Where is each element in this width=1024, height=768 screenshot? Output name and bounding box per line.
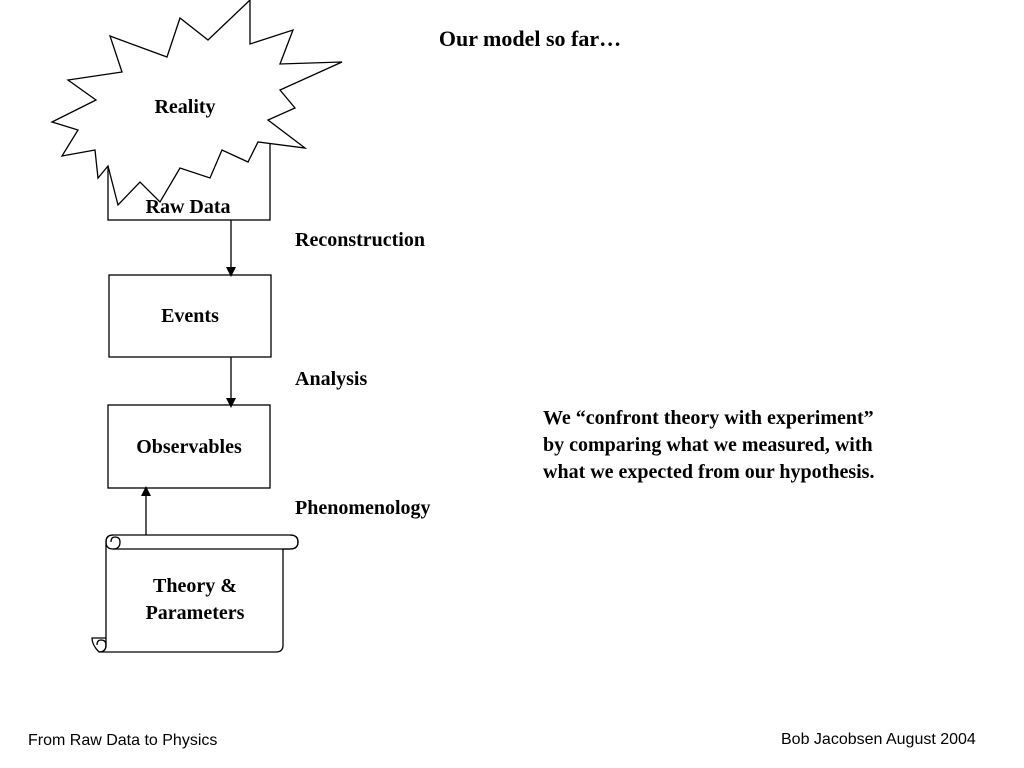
note-line: We “confront theory with experiment” (543, 407, 874, 429)
theory-scroll (91, 534, 299, 653)
observables-label: Observables (136, 436, 242, 458)
theory-label-line1: Theory & (153, 575, 237, 597)
note-line: what we expected from our hypothesis. (543, 461, 875, 483)
theory-label: Theory & Parameters (110, 573, 280, 627)
events-label: Events (161, 305, 219, 327)
page-title: Our model so far… (438, 26, 622, 51)
explanation-note: We “confront theory with experiment” by … (543, 405, 963, 486)
reality-starburst (50, 0, 343, 207)
footer-left: From Raw Data to Physics (28, 732, 218, 749)
footer-right: Bob Jacobsen August 2004 (781, 731, 976, 748)
raw-data-label: Raw Data (145, 196, 231, 218)
theory-label-line2: Parameters (145, 602, 245, 624)
step-reconstruction: Reconstruction (295, 229, 425, 251)
events-box (108, 274, 272, 358)
note-line: by comparing what we measured, with (543, 434, 873, 456)
step-phenomenology: Phenomenology (295, 497, 431, 519)
observables-box (107, 404, 271, 489)
step-analysis: Analysis (295, 368, 368, 390)
reality-label: Reality (154, 96, 216, 118)
